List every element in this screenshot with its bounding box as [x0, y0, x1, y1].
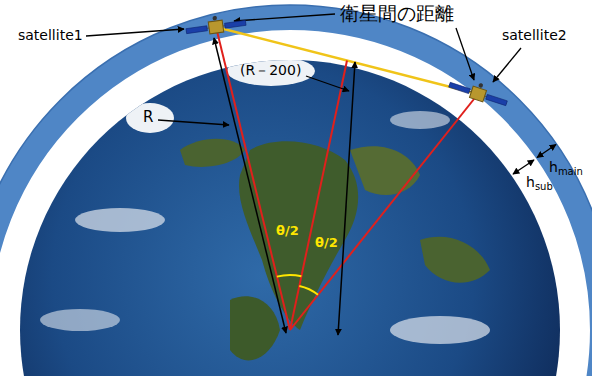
leader-arrow [158, 120, 229, 125]
earth-surface [40, 56, 490, 360]
altitude-label: h [526, 174, 535, 190]
orbit-ring [0, 18, 592, 376]
altitude-label: h [549, 159, 558, 175]
satellite-icon [448, 74, 510, 109]
angle-label: θ/2 [315, 236, 338, 251]
altitude-subscript: sub [535, 181, 553, 193]
radius-label: (R－200) [240, 62, 301, 78]
radius-label: R [143, 109, 153, 126]
leader-arrow [306, 76, 349, 91]
cloud [40, 309, 120, 331]
radius-line [290, 94, 478, 330]
bisector-line [290, 61, 347, 331]
satellite-icon [185, 12, 247, 37]
leader-arrow [456, 28, 474, 80]
orbit-ring-edge [0, 5, 592, 376]
cloud [75, 208, 165, 232]
satellite-name: satellite1 [18, 27, 83, 43]
land-mass [350, 146, 420, 195]
land-mass [420, 237, 490, 283]
angle-label: θ/2 [276, 224, 299, 239]
cloud [227, 56, 315, 86]
satellite-name: satellite2 [502, 27, 567, 43]
leader-arrow [493, 48, 521, 82]
altitude-subscript: main [558, 166, 583, 178]
cloud [126, 103, 174, 133]
radius-arrow [338, 62, 355, 335]
altitude-arrow [513, 160, 534, 174]
cloud [390, 111, 450, 129]
radius-arrow [214, 38, 286, 333]
distance-label: 衛星間の距離 [340, 3, 454, 25]
altitude-arrow [537, 145, 556, 158]
leader-arrow [234, 14, 335, 21]
earth-globe [20, 60, 560, 376]
leader-arrow [86, 29, 184, 36]
land-mass [230, 296, 280, 360]
angle-arc [277, 275, 302, 277]
land-mass [180, 139, 245, 167]
cloud [390, 316, 490, 344]
angle-arc [299, 286, 318, 295]
